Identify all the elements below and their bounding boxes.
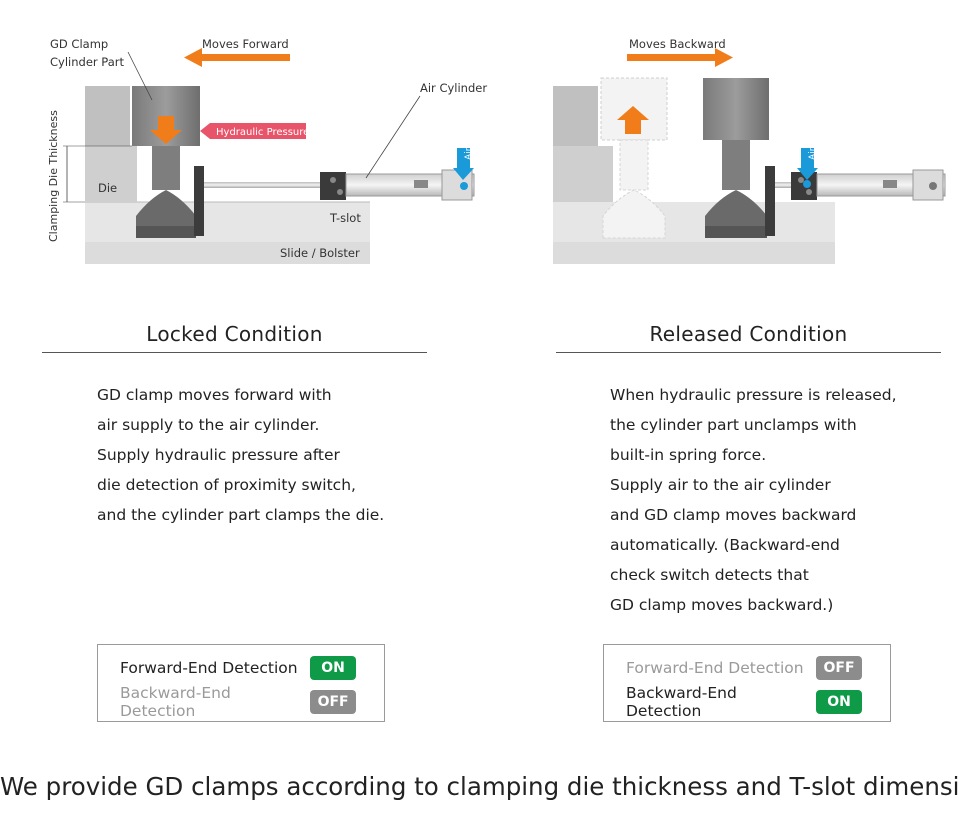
- released-condition-title: Released Condition: [556, 322, 941, 353]
- slide-bolster-label: Slide / Bolster: [280, 246, 360, 260]
- clamp-foot: [136, 190, 196, 236]
- clamp-neck: [722, 140, 750, 190]
- released-description: When hydraulic pressure is released, the…: [610, 380, 897, 620]
- locked-condition-title: Locked Condition: [42, 322, 427, 353]
- clamp-plate: [765, 166, 775, 236]
- moves-backward-arrow-shaft: [627, 54, 719, 61]
- air-sensor: [883, 180, 897, 188]
- moves-forward-label: Moves Forward: [202, 37, 289, 51]
- locked-description: GD clamp moves forward with air supply t…: [97, 380, 384, 530]
- released-description-line: automatically. (Backward-end: [610, 536, 840, 554]
- backward-end-detection-label: Backward-End Detection: [626, 684, 737, 720]
- forward-end-detection-label: Forward-End Detection: [626, 659, 804, 677]
- die-top: [85, 86, 130, 146]
- clamp-cylinder-part: [703, 78, 769, 140]
- t-slot-layer: [85, 202, 370, 242]
- backward-end-status-row: Backward-End Detection ON: [626, 684, 862, 720]
- air-cylinder-label: Air Cylinder: [420, 81, 487, 95]
- moves-forward-arrow-shaft: [198, 54, 290, 61]
- clamp-neck: [152, 146, 180, 190]
- air-cylinder-leader: [365, 95, 421, 179]
- backward-end-detection-label: Backward-End Detection: [120, 684, 231, 720]
- die-block: [553, 146, 613, 202]
- released-description-line: When hydraulic pressure is released,: [610, 386, 897, 404]
- ghost-neck: [619, 139, 649, 191]
- clamping-die-thickness-label: Clamping Die Thickness: [47, 110, 60, 242]
- air-cylinder-cap: [912, 169, 944, 201]
- locked-diagram: Air Moves Forward Hydraulic Pressure GD …: [47, 37, 487, 264]
- air-arrow-shaft: [801, 148, 814, 170]
- moves-forward-arrow-head: [184, 48, 202, 67]
- locked-description-line: and the cylinder part clamps the die.: [97, 506, 385, 524]
- released-description-line: built-in spring force.: [610, 446, 767, 464]
- status-badge-on: ON: [816, 690, 862, 714]
- die-label: Die: [98, 181, 117, 195]
- backward-end-status-row: Backward-End Detection OFF: [120, 684, 356, 720]
- air-arrow-shaft: [457, 148, 470, 170]
- air-arrow-head: [453, 168, 474, 180]
- piston-rod: [775, 182, 793, 188]
- gd-clamp-label: GD Clamp: [50, 37, 108, 51]
- ghost-foot: [602, 189, 666, 239]
- cylinder-part-label: Cylinder Part: [50, 55, 124, 69]
- pressure-down-arrow: [150, 116, 182, 144]
- t-slot-label: T-slot: [329, 211, 361, 225]
- status-badge-off: OFF: [816, 656, 862, 680]
- locked-description-line: air supply to the air cylinder.: [97, 416, 320, 434]
- air-port-dot: [803, 180, 811, 188]
- forward-end-detection-label: Forward-End Detection: [120, 659, 298, 677]
- t-slot-layer: [553, 202, 835, 242]
- cap-bolt: [929, 182, 937, 190]
- moves-backward-arrow-head: [715, 48, 733, 67]
- released-description-line: check switch detects that: [610, 566, 809, 584]
- rod-bolt: [337, 189, 343, 195]
- die-block: [85, 146, 137, 202]
- locked-description-line: die detection of proximity switch,: [97, 476, 356, 494]
- hydraulic-pressure-label: Hydraulic Pressure: [216, 127, 309, 138]
- clamp-t-head: [136, 226, 196, 238]
- forward-end-status-row: Forward-End Detection OFF: [626, 655, 862, 681]
- die-top: [553, 86, 598, 146]
- locked-status-box: Forward-End Detection ON Backward-End De…: [97, 644, 385, 722]
- rod-end: [320, 172, 346, 200]
- spring-up-arrow: [617, 106, 649, 134]
- hydraulic-pressure-arrow: [200, 123, 306, 139]
- air-arrow-head: [797, 168, 818, 180]
- gd-clamp-leader: [127, 51, 153, 101]
- bolster-block: [85, 242, 370, 264]
- rod-bolt: [806, 189, 812, 195]
- locked-description-line: Supply hydraulic pressure after: [97, 446, 340, 464]
- piston-rod: [204, 182, 324, 188]
- released-description-line: and GD clamp moves backward: [610, 506, 857, 524]
- footer-note: We provide GD clamps according to clampi…: [0, 772, 960, 801]
- released-description-line: the cylinder part unclamps with: [610, 416, 857, 434]
- forward-end-status-row: Forward-End Detection ON: [120, 655, 356, 681]
- air-label: Air: [808, 147, 818, 160]
- moves-backward-label: Moves Backward: [629, 37, 726, 51]
- released-description-line: GD clamp moves backward.): [610, 596, 834, 614]
- rod-bolt: [330, 177, 336, 183]
- released-status-box: Forward-End Detection OFF Backward-End D…: [603, 644, 891, 722]
- air-label: Air: [464, 147, 474, 160]
- rod-bolt: [798, 177, 804, 183]
- bolster-block: [553, 242, 835, 264]
- clamp-plate: [194, 166, 204, 236]
- released-description-line: Supply air to the air cylinder: [610, 476, 831, 494]
- clamp-t-head: [705, 226, 767, 238]
- air-sensor: [414, 180, 428, 188]
- released-diagram: Air Moves Backward: [553, 37, 946, 264]
- status-badge-on: ON: [310, 656, 356, 680]
- status-badge-off: OFF: [310, 690, 356, 714]
- air-port-dot: [460, 182, 468, 190]
- locked-description-line: GD clamp moves forward with: [97, 386, 332, 404]
